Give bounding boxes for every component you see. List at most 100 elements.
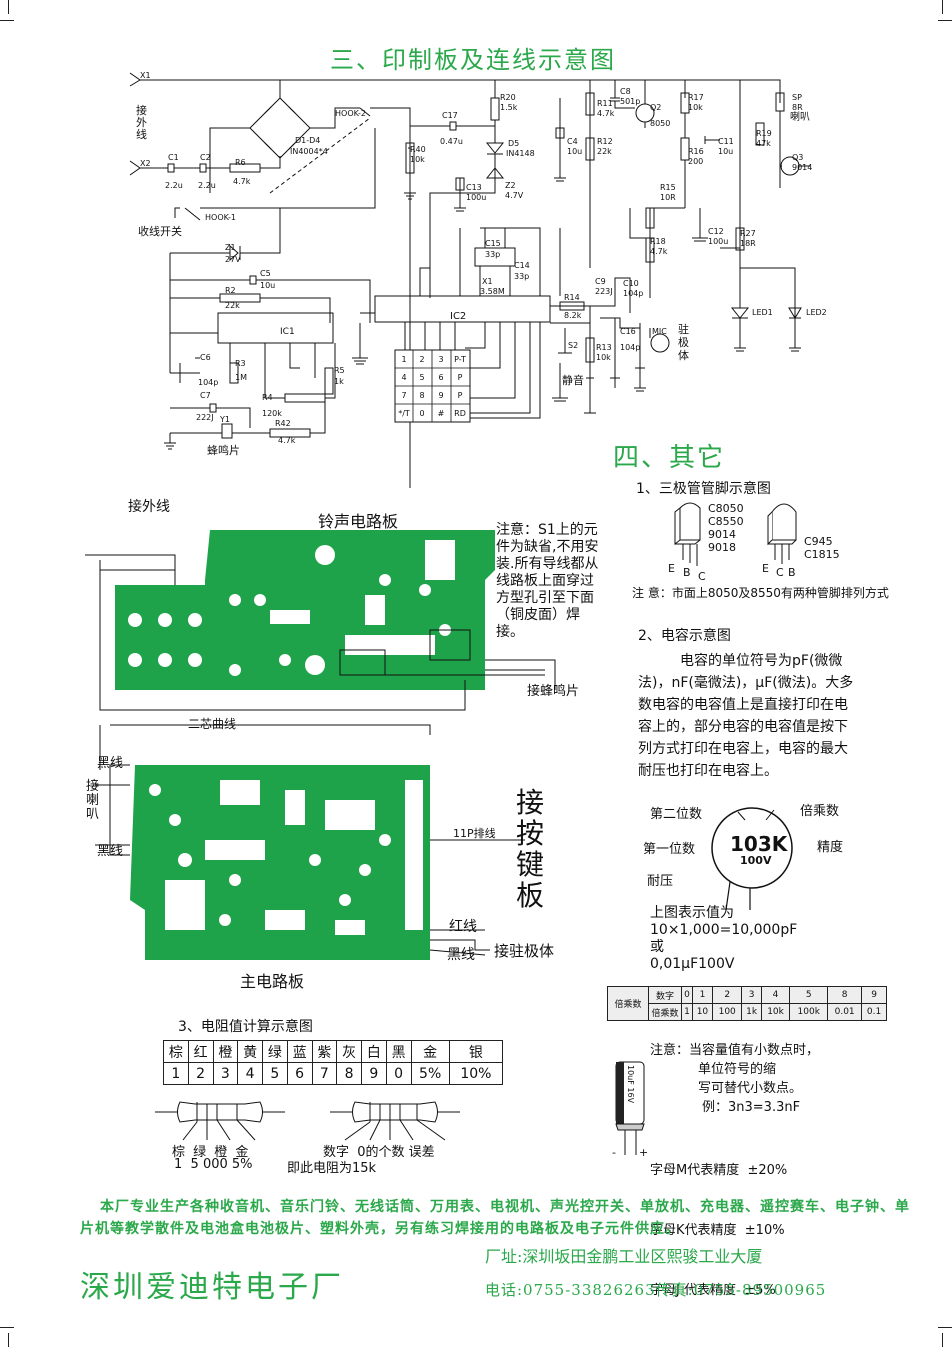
transistor-note: 注 意：市面上8050及8550有两种管脚排列方式 bbox=[632, 586, 889, 600]
label-y1: Y1 bbox=[219, 415, 230, 424]
transistor-icon bbox=[767, 503, 797, 564]
label-ic2: IC2 bbox=[450, 311, 466, 322]
model-text: 9014 bbox=[708, 528, 736, 541]
mult-value: 0.1 bbox=[861, 1003, 887, 1021]
model-text: C945 bbox=[804, 535, 833, 548]
crop-mark bbox=[0, 20, 14, 21]
mult-row-label: 倍乘数 bbox=[648, 1003, 682, 1021]
color-value: 7 bbox=[311, 1062, 338, 1085]
label-jieanjian: 接按键板 bbox=[516, 786, 545, 912]
transistor-models-1: C8050 C8550 9014 9018 bbox=[708, 502, 744, 554]
label-z1: Z1 bbox=[225, 243, 236, 252]
transistor-subtitle: 1、三极管管脚示意图 bbox=[636, 481, 771, 497]
label-z2: Z2 bbox=[505, 181, 516, 190]
label-r27: R27 bbox=[740, 229, 756, 238]
transistor-models-2: C945 C1815 bbox=[804, 535, 840, 561]
label-c5: C5 bbox=[260, 269, 271, 278]
crop-mark bbox=[8, 0, 9, 14]
mult-value: 1 bbox=[681, 1003, 693, 1021]
label-c9v: 223J bbox=[595, 287, 613, 296]
label-x1: X1 bbox=[140, 71, 151, 80]
label-c14v: 33p bbox=[514, 272, 529, 281]
keypad-key: P bbox=[458, 391, 463, 400]
label-d5v: IN4148 bbox=[506, 149, 535, 158]
crop-mark bbox=[8, 1333, 9, 1347]
label-c2: C2 bbox=[200, 153, 211, 162]
cap-result-line: 或 bbox=[650, 939, 664, 955]
cap-result-line: 10×1,000=10,000pF bbox=[650, 922, 798, 938]
color-name: 橙 bbox=[212, 1040, 239, 1063]
label-r14v: 8.2k bbox=[564, 311, 582, 320]
label-q2: Q2 bbox=[650, 103, 661, 112]
ring-board-left bbox=[115, 585, 215, 690]
ceramic-capacitor-icon bbox=[711, 807, 793, 911]
label-c6v: 104p bbox=[198, 378, 218, 387]
color-value: 8 bbox=[336, 1062, 362, 1085]
electrolytic-label: 10uF 16V bbox=[626, 1065, 635, 1104]
label-z2v: 4.7V bbox=[505, 191, 524, 200]
capacitor-subtitle: 2、电容示意图 bbox=[638, 628, 731, 644]
mult-digit: 2 bbox=[711, 986, 743, 1004]
mult-value: 10k bbox=[760, 1003, 791, 1021]
precision-line: 字母J 代表精度 ±5% bbox=[650, 1283, 776, 1298]
label-zhujiti: 驻极体 bbox=[678, 323, 689, 362]
pin-b: B bbox=[683, 566, 691, 579]
capacitor-description: 电容的单位符号为pF(微微法)，nF(毫微法)，μF(微法)。大多数电容的电容值… bbox=[638, 653, 854, 779]
color-value: 6 bbox=[286, 1062, 313, 1085]
label-fengming: 蜂鸣片 bbox=[207, 444, 240, 457]
label-r27v: 18R bbox=[740, 239, 756, 248]
label-erxin: 二芯曲线 bbox=[188, 717, 237, 731]
label-c15v: 33p bbox=[485, 250, 500, 259]
note-line: 注意：当容量值有小数点时， bbox=[650, 1043, 820, 1058]
color-name: 黑 bbox=[385, 1040, 412, 1063]
keypad-key: 7 bbox=[401, 391, 406, 400]
note-line: 例：3n3=3.3nF bbox=[702, 1100, 801, 1115]
mult-header: 倍乘数 bbox=[607, 986, 649, 1021]
label-ic1: IC1 bbox=[280, 327, 295, 337]
label-mic: MIC bbox=[652, 327, 667, 336]
resistor-1-colors: 棕 绿 橙 金 bbox=[172, 1145, 251, 1160]
cap-multiplier: 倍乘数 bbox=[800, 804, 840, 819]
label-led2: LED2 bbox=[806, 308, 827, 317]
label-r15v: 10R bbox=[660, 193, 676, 202]
label-x1xt: X1 bbox=[482, 277, 493, 286]
label-r3v: 1M bbox=[235, 373, 247, 382]
label-jiewaixian-vertical: 接外线 bbox=[136, 104, 147, 141]
label-r3: R3 bbox=[235, 359, 246, 368]
precision-list: 字母M代表精度 ±20% 字母K代表精度 ±10% 字母J 代表精度 ±5% bbox=[650, 1121, 787, 1321]
label-c8: C8 bbox=[620, 87, 631, 96]
label-c10: C10 bbox=[623, 279, 639, 288]
label-x1xtv: 3.58M bbox=[480, 287, 505, 296]
label-c6: C6 bbox=[200, 353, 211, 362]
precision-line: 字母K代表精度 ±10% bbox=[650, 1223, 785, 1238]
label-r42v: 4.7k bbox=[278, 436, 296, 445]
crop-mark bbox=[0, 1327, 14, 1328]
keypad-key: 2 bbox=[419, 355, 424, 364]
label-r16: R16 bbox=[688, 147, 704, 156]
keypad-key: 6 bbox=[438, 373, 443, 382]
color-value: 5% bbox=[410, 1062, 450, 1085]
label-r11: R11 bbox=[597, 99, 613, 108]
mult-value: 0.01 bbox=[827, 1003, 863, 1021]
label-heixian-1: 黑线 bbox=[97, 756, 124, 771]
label-sp: SP bbox=[792, 93, 802, 102]
label-c13: C13 bbox=[466, 183, 482, 192]
keypad-key: # bbox=[438, 409, 445, 418]
label-c17v: 0.47u bbox=[440, 137, 463, 146]
color-value: 10% bbox=[448, 1062, 504, 1085]
keypad-key: P bbox=[458, 373, 463, 382]
keypad-key: 3 bbox=[438, 355, 443, 364]
keypad-key: 4 bbox=[401, 373, 406, 382]
label-r6: R6 bbox=[235, 158, 246, 167]
label-r40v: 10k bbox=[410, 155, 425, 164]
color-name: 灰 bbox=[336, 1040, 362, 1063]
keypad-key: 1 bbox=[401, 355, 406, 364]
label-c8v: 501p bbox=[620, 97, 640, 106]
keypad-key: */T bbox=[398, 409, 410, 418]
pcb-diagrams bbox=[85, 530, 556, 960]
label-d1d4: D1-D4 bbox=[295, 136, 320, 145]
electrolytic-capacitor-icon bbox=[615, 1061, 645, 1155]
color-value: 1 bbox=[163, 1062, 189, 1085]
label-x2: X2 bbox=[140, 159, 151, 168]
label-r11v: 4.7k bbox=[597, 109, 615, 118]
